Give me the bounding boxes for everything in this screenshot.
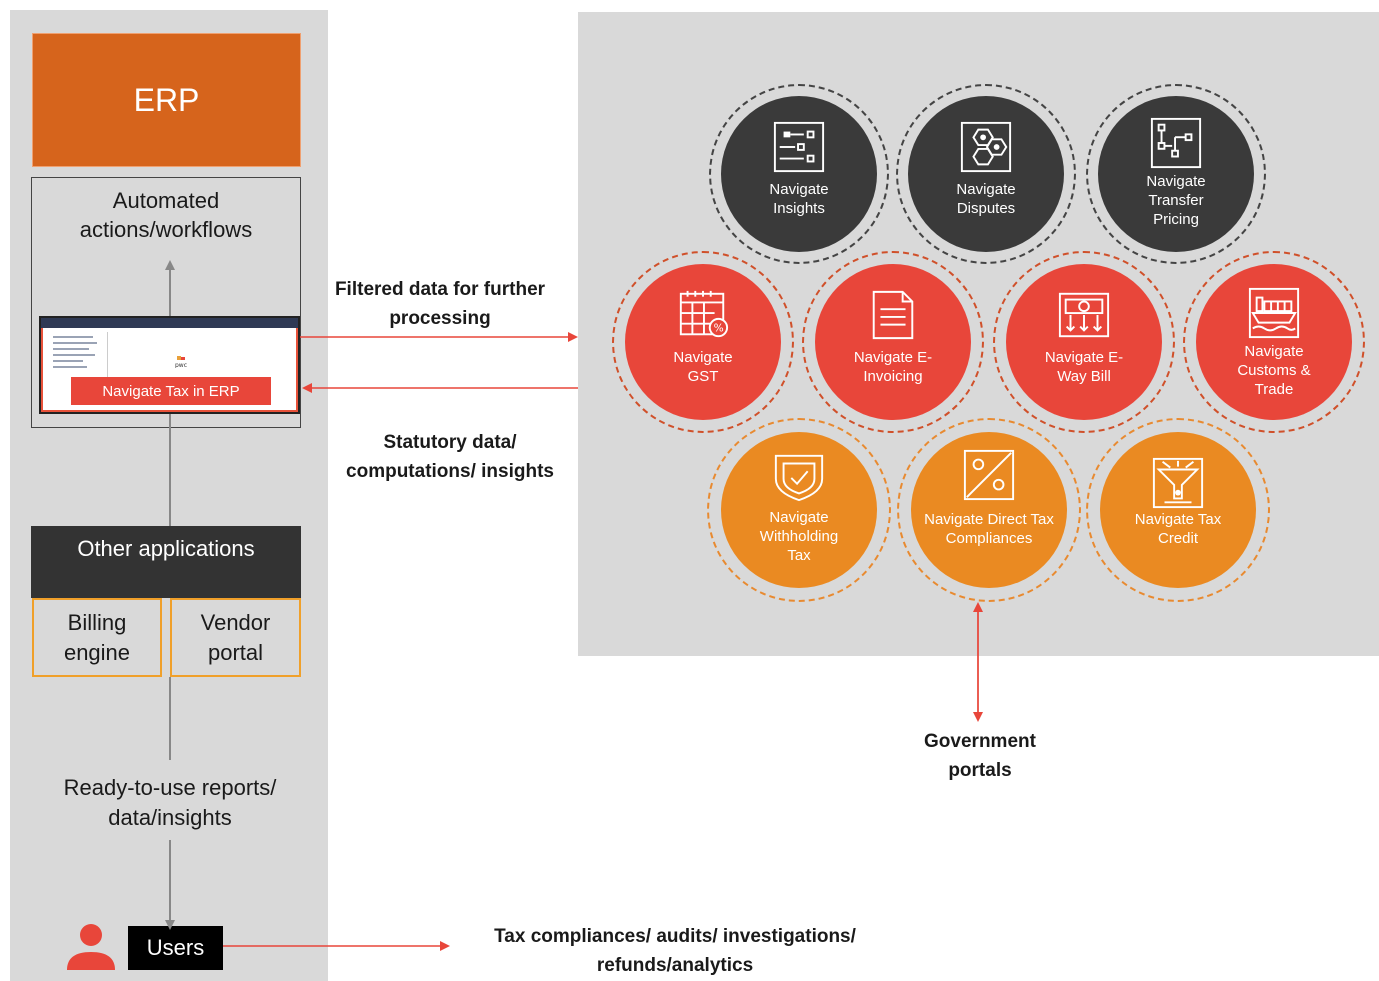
user-icon	[67, 924, 115, 970]
disputes-ring	[896, 84, 1076, 264]
disputes-hexagon-icon	[960, 121, 1012, 173]
statutory-data-label: Statutory data/ computations/ insights	[346, 432, 554, 482]
navigate-customs-trade-label: Navigate Customs & Trade	[1237, 343, 1311, 398]
navigate-transfer-pricing-label: Navigate Transfer Pricing	[1146, 173, 1206, 228]
navigate-eway-bill-label: Navigate E-Way Bill	[1044, 349, 1124, 385]
navigate-tax-credit-label: Navigate Tax Credit	[1134, 511, 1222, 547]
navigate-einvoicing-label: Navigate E-Invoicing	[853, 349, 933, 385]
tax-credit-ring	[1086, 418, 1270, 602]
billing-engine-box: Billing engine	[32, 598, 162, 677]
navigate-insights-module[interactable]: Navigate Insights	[721, 96, 877, 252]
billing-engine-label: Billing engine	[63, 609, 131, 665]
gst-calendar-icon: %	[679, 290, 729, 338]
customs-ship-icon	[1248, 287, 1300, 339]
other-applications-header: Other applications	[31, 526, 301, 598]
svg-text:pwc: pwc	[175, 362, 187, 368]
screen-sidebar	[47, 332, 108, 380]
navigate-gst-label: Navigate GST	[673, 349, 733, 385]
navigate-direct-tax-label: Navigate Direct Tax Compliances	[924, 511, 1054, 547]
insights-ring	[709, 84, 889, 264]
reports-label: Ready-to-use reports/ data/insights	[63, 775, 277, 830]
svg-text:%: %	[714, 322, 724, 334]
navigate-tax-credit-module[interactable]: Navigate Tax Credit	[1100, 432, 1256, 588]
tax-compliances-label: Tax compliances/ audits/ investigations/…	[494, 926, 856, 976]
navigate-transfer-pricing-module[interactable]: Navigate Transfer Pricing	[1098, 96, 1254, 252]
navigate-insights-label: Navigate Insights	[769, 181, 829, 217]
tax-credit-funnel-icon	[1152, 457, 1204, 509]
navigate-einvoicing-module[interactable]: Navigate E-Invoicing	[815, 264, 971, 420]
government-portals-label: Government portals	[924, 731, 1036, 781]
navigate-disputes-module[interactable]: Navigate Disputes	[908, 96, 1064, 252]
navigate-withholding-tax-label: Navigate Withholding Tax	[759, 509, 839, 564]
navigate-gst-module[interactable]: % Navigate GST	[625, 264, 781, 420]
navigate-disputes-label: Navigate Disputes	[956, 181, 1016, 217]
withholding-shield-icon	[774, 454, 824, 502]
direct-tax-ring	[897, 418, 1081, 602]
vendor-portal-label: Vendor portal	[200, 609, 271, 665]
eway-ring	[993, 251, 1175, 433]
direct-tax-percent-icon	[963, 449, 1015, 501]
einvoicing-document-icon	[872, 290, 914, 340]
gst-ring	[612, 251, 794, 433]
withholding-ring	[707, 418, 891, 602]
automated-actions-box	[31, 177, 301, 428]
navigate-eway-bill-module[interactable]: Navigate E-Way Bill	[1006, 264, 1162, 420]
users-box: Users	[128, 926, 223, 970]
customs-ring	[1183, 251, 1365, 433]
navigate-withholding-tax-module[interactable]: Navigate Withholding Tax	[721, 432, 877, 588]
users-label: Users	[146, 935, 205, 960]
navigate-tax-in-erp-label: Navigate Tax in ERP	[102, 382, 240, 400]
automated-actions-title: Automated actions/workflows	[79, 188, 253, 242]
insights-flow-icon	[773, 121, 825, 173]
screen-title-bar	[41, 318, 298, 328]
pwc-logo-icon: pwc	[175, 356, 187, 368]
other-applications-title: Other applications	[77, 536, 255, 561]
erp-box: ERP	[32, 33, 301, 167]
transfer-pricing-icon	[1150, 117, 1202, 169]
vendor-portal-box: Vendor portal	[170, 598, 301, 677]
einvoicing-ring	[802, 251, 984, 433]
erp-title: ERP	[133, 81, 200, 118]
navigate-customs-trade-module[interactable]: Navigate Customs & Trade	[1196, 264, 1352, 420]
eway-bill-money-icon	[1058, 292, 1110, 338]
filtered-data-label: Filtered data for further processing	[334, 279, 546, 329]
navigate-tax-in-erp-button[interactable]: Navigate Tax in ERP	[71, 377, 271, 405]
transfer-pricing-ring	[1086, 84, 1266, 264]
navigate-direct-tax-module[interactable]: Navigate Direct Tax Compliances	[911, 432, 1067, 588]
